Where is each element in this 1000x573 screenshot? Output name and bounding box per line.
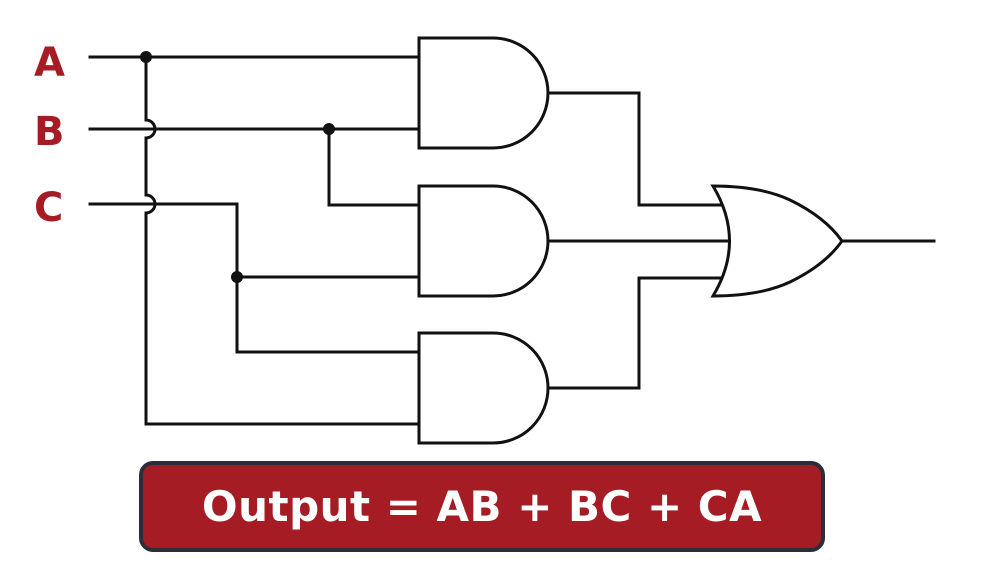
wire-gate3-to-or <box>546 276 724 390</box>
input-label-c: C <box>34 185 63 231</box>
input-label-b: B <box>34 109 65 155</box>
wire-a-vertical-bus <box>144 55 421 426</box>
junction-dot-c <box>231 271 243 283</box>
output-expression-box: Output = AB + BC + CA <box>139 461 825 552</box>
and-gate-ca <box>417 331 550 445</box>
wire-b-to-gate2 <box>327 127 421 207</box>
input-label-a: A <box>34 40 65 86</box>
or-gate-output <box>710 184 844 298</box>
junction-dot-b <box>323 123 335 135</box>
and-gate-ab <box>417 36 550 150</box>
output-expression-text: Output = AB + BC + CA <box>201 482 763 531</box>
and-gate-bc <box>417 184 550 298</box>
wire-gate1-to-or <box>546 91 724 207</box>
junction-dot-a <box>140 51 152 63</box>
